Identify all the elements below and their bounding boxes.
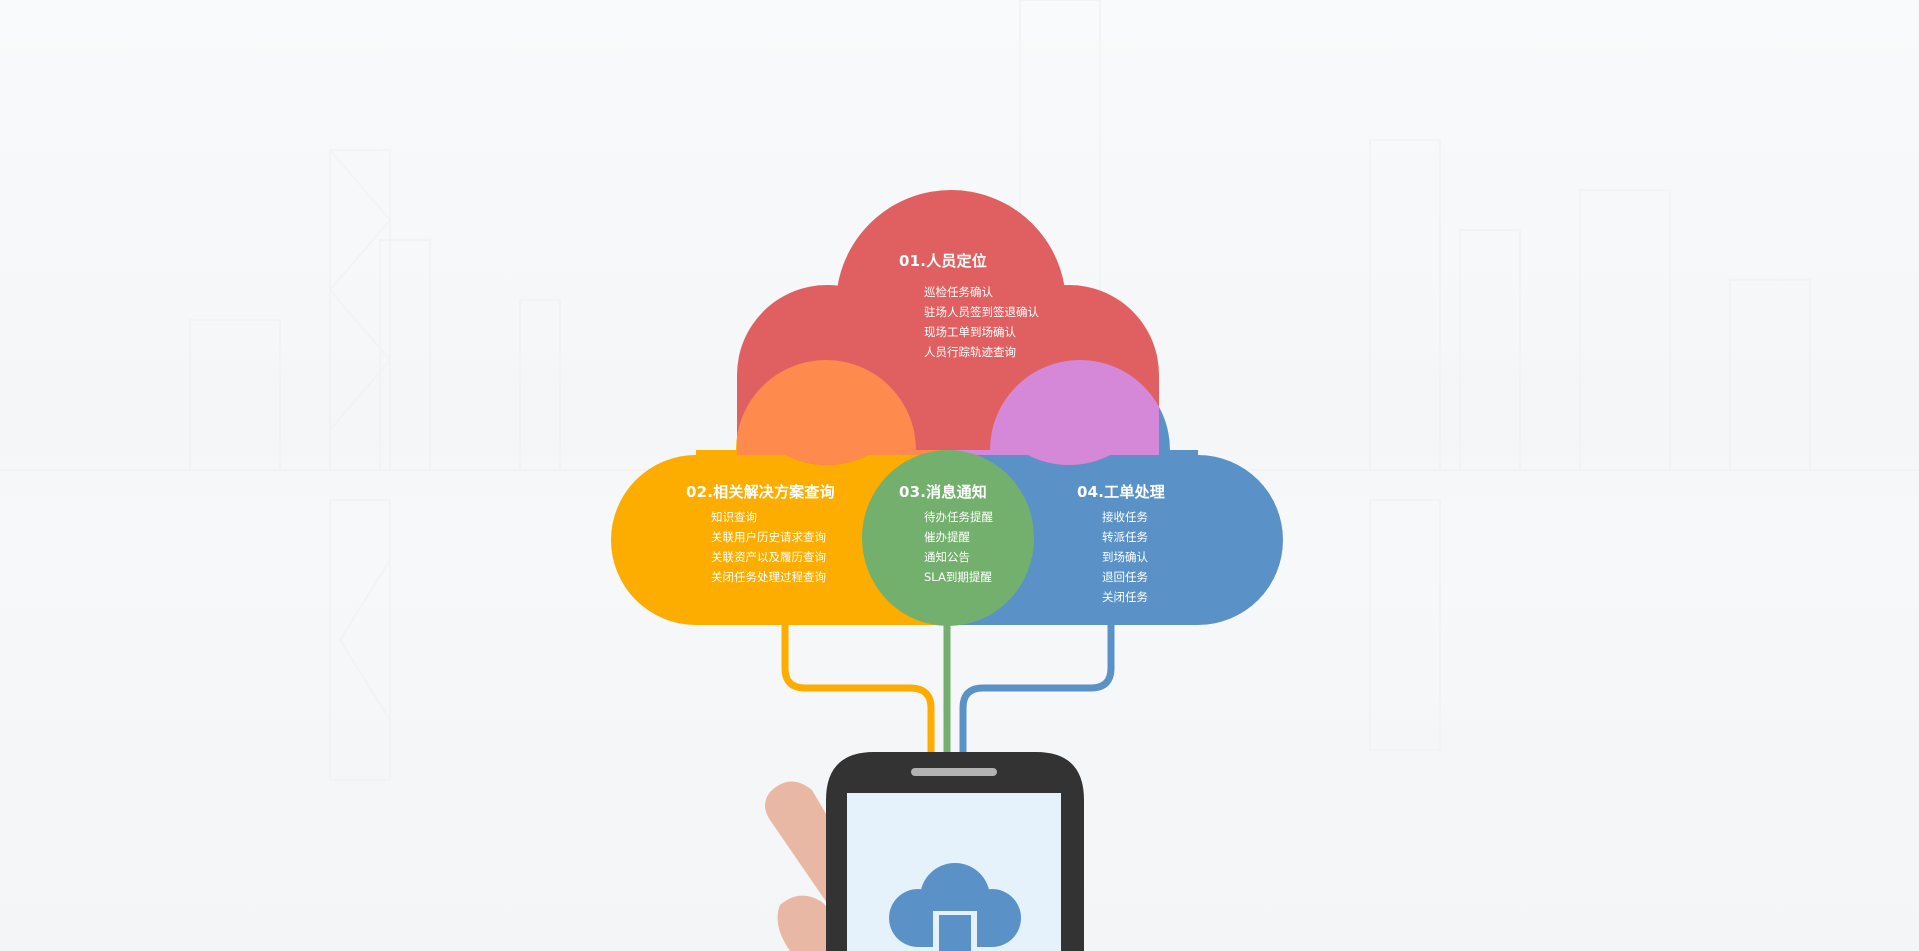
cloud-upload-icon (889, 863, 1021, 951)
section-03-items: 待办任务提醒 催办提醒 通知公告 SLA到期提醒 (924, 507, 993, 587)
list-item: SLA到期提醒 (924, 570, 992, 584)
cloud-03-green (862, 450, 1034, 626)
section-02-items: 知识查询 关联用户历史请求查询 关联资产以及履历查询 关闭任务处理过程查询 (711, 507, 826, 587)
connector-line-blue (959, 624, 1115, 752)
list-item: 现场工单到场确认 (924, 325, 1016, 339)
section-01: 01.人员定位 (899, 250, 987, 271)
list-item: 关闭任务处理过程查询 (711, 570, 826, 584)
list-item: 到场确认 (1102, 550, 1148, 564)
list-item: 催办提醒 (924, 530, 970, 544)
list-item: 关联用户历史请求查询 (711, 530, 826, 544)
list-item: 通知公告 (924, 550, 970, 564)
section-01-title: 01.人员定位 (899, 252, 987, 270)
connector-line-orange (781, 624, 935, 752)
section-03-title: 03.消息通知 (899, 483, 987, 501)
section-01-items: 巡检任务确认 驻场人员签到签退确认 现场工单到场确认 人员行踪轨迹查询 (924, 282, 1039, 362)
section-03: 03.消息通知 (899, 481, 987, 502)
phone (826, 752, 1084, 951)
list-item: 知识查询 (711, 510, 757, 524)
list-item: 接收任务 (1102, 510, 1148, 524)
phone-speaker (911, 768, 997, 776)
list-item: 关闭任务 (1102, 590, 1148, 604)
list-item: 人员行踪轨迹查询 (924, 345, 1016, 359)
section-04-title: 04.工单处理 (1077, 483, 1165, 501)
list-item: 转派任务 (1102, 530, 1148, 544)
list-item: 退回任务 (1102, 570, 1148, 584)
section-04-items: 接收任务 转派任务 到场确认 退回任务 关闭任务 (1102, 507, 1148, 607)
list-item: 巡检任务确认 (924, 285, 993, 299)
section-02-title: 02.相关解决方案查询 (686, 483, 835, 501)
list-item: 待办任务提醒 (924, 510, 993, 524)
section-04: 04.工单处理 (1077, 481, 1165, 502)
list-item: 驻场人员签到签退确认 (924, 305, 1039, 319)
list-item: 关联资产以及履历查询 (711, 550, 826, 564)
connector-lines (781, 624, 1115, 752)
section-02: 02.相关解决方案查询 (686, 481, 835, 502)
